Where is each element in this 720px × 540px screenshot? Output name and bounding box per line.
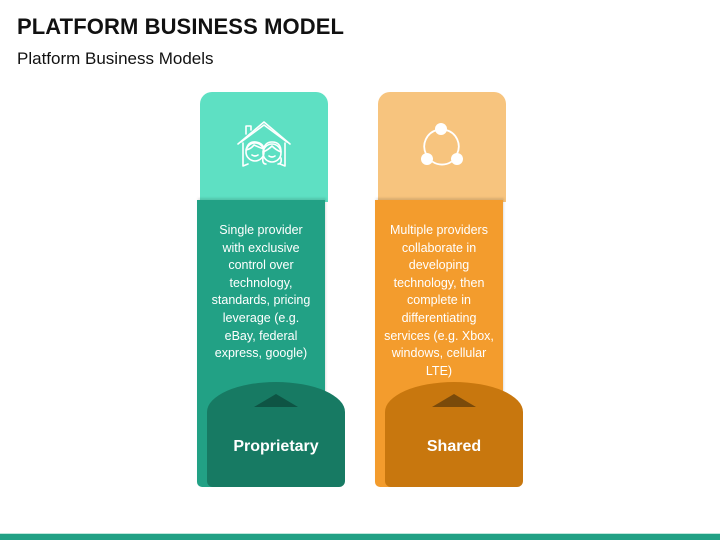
desc-line: express, google) [214, 346, 308, 361]
footer-accent-bar [0, 533, 720, 540]
desc-line: windows, cellular [391, 346, 487, 361]
proprietary-label: Proprietary [233, 438, 319, 455]
desc-line: complete in [407, 293, 471, 308]
desc-line: collaborate in [401, 240, 477, 255]
shared-icon-panel [378, 92, 506, 202]
desc-line: leverage (e.g. [222, 310, 300, 325]
desc-line: standards, pricing [211, 293, 311, 308]
desc-line: technology, [229, 275, 293, 290]
desc-line: control over [228, 258, 294, 273]
desc-line: LTE) [425, 363, 453, 378]
up-arrow-icon [254, 394, 298, 407]
slide-title: PLATFORM BUSINESS MODEL [17, 14, 345, 39]
proprietary-description: Single provider with exclusive control o… [197, 222, 325, 363]
desc-line: developing [408, 258, 470, 273]
shared-description: Multiple providers collaborate in develo… [375, 222, 503, 380]
slide-subtitle: Platform Business Models [17, 49, 214, 68]
up-arrow-icon [432, 394, 476, 407]
desc-line: with exclusive [222, 240, 300, 255]
proprietary-label-dome: Proprietary [207, 382, 345, 487]
family-house-icon [237, 121, 291, 167]
desc-line: differentiating [401, 310, 477, 325]
shared-label-dome: Shared [385, 382, 523, 487]
desc-line: technology, then [393, 275, 485, 290]
share-network-icon [421, 123, 463, 166]
desc-line: eBay, federal [224, 328, 298, 343]
desc-line: services (e.g. Xbox, [384, 328, 494, 343]
proprietary-icon-panel [200, 92, 328, 202]
shared-label: Shared [426, 438, 482, 455]
desc-line: Single provider [219, 223, 303, 237]
desc-line: Multiple providers [390, 223, 488, 237]
